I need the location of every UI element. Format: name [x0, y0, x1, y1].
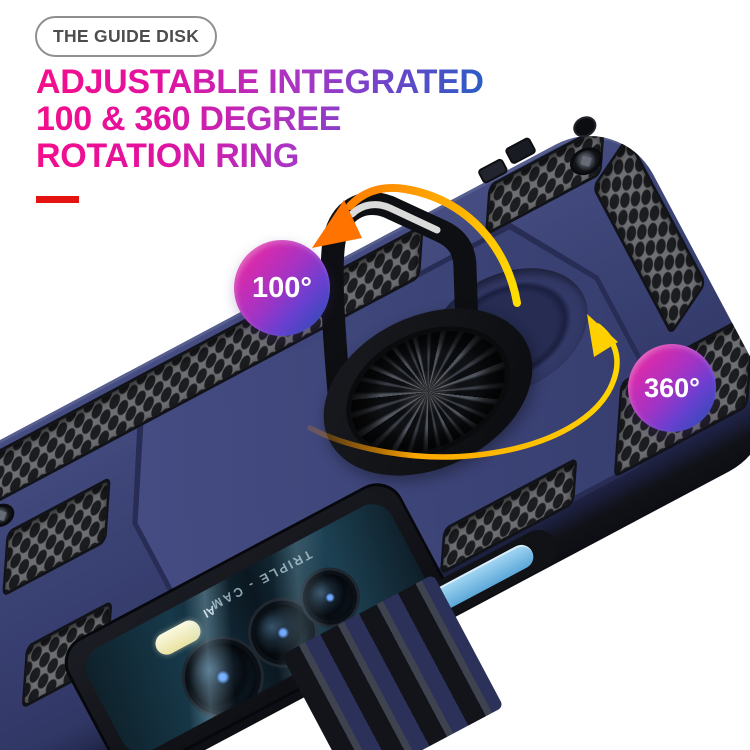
camera-lens	[171, 625, 275, 729]
camera-ai-label: AI	[200, 602, 219, 621]
camera-flash	[151, 616, 205, 659]
camera-lens	[293, 560, 367, 635]
honeycomb-strip	[484, 122, 606, 237]
title-line-1: ADJUSTABLE INTEGRATED	[36, 63, 484, 101]
rotation-badge-100: 100°	[234, 240, 330, 336]
title-underline-accent	[36, 196, 79, 203]
guide-disk-pill: THE GUIDE DISK	[35, 16, 218, 57]
camera-lens	[239, 589, 327, 676]
product-title: ADJUSTABLE INTEGRATED 100 & 360 DEGREE R…	[36, 64, 484, 175]
rotation-badge-360: 360°	[628, 344, 716, 432]
arrow-100-head	[312, 200, 362, 248]
title-line-2: 100 & 360 DEGREE	[36, 100, 342, 138]
rotation-badge-100-label: 100°	[252, 271, 312, 304]
title-line-3: ROTATION RING	[36, 137, 300, 175]
honeycomb-strip	[2, 476, 111, 598]
rotation-badge-360-label: 360°	[644, 372, 700, 403]
guide-disk-pill-label: THE GUIDE DISK	[53, 26, 200, 46]
